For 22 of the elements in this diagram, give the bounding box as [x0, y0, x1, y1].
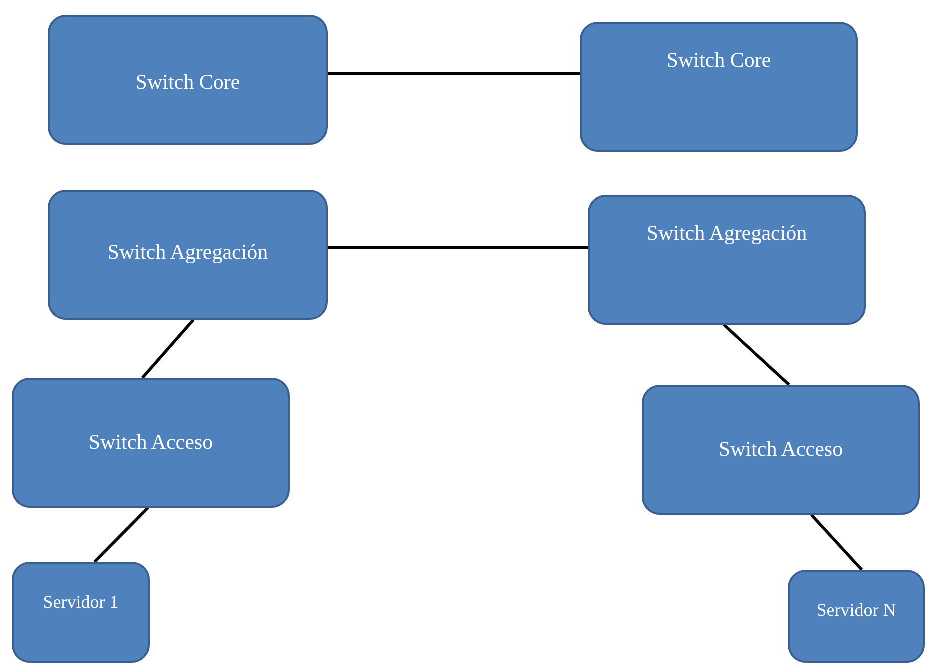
connector-line — [723, 324, 790, 386]
connector-line — [810, 514, 864, 572]
network-node-box — [588, 195, 866, 325]
node-label: Switch Acceso — [718, 436, 844, 463]
network-node-box — [48, 15, 328, 145]
network-node-box — [580, 22, 858, 152]
connector-line — [94, 506, 150, 564]
network-node-box — [12, 562, 150, 663]
connector-line — [328, 72, 580, 75]
node-label: Servidor 1 — [42, 591, 120, 614]
node-label: Switch Core — [666, 47, 772, 74]
node-label: Servidor N — [816, 599, 898, 622]
node-label: Switch Agregación — [646, 220, 808, 247]
connector-line — [142, 319, 195, 379]
node-label: Switch Agregación — [108, 239, 268, 266]
connector-line — [328, 246, 588, 249]
network-node-box — [788, 570, 925, 663]
node-label: Switch Acceso — [88, 429, 214, 456]
network-node-box — [12, 378, 290, 508]
network-node-box — [642, 385, 920, 515]
node-label: Switch Core — [136, 69, 240, 96]
network-node-box — [48, 190, 328, 320]
